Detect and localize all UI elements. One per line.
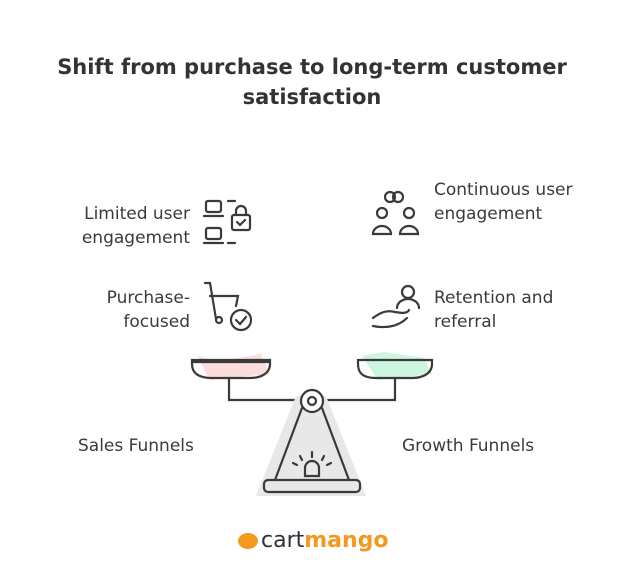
scale-pivot-center bbox=[306, 395, 318, 407]
logo-text-mango: mango bbox=[304, 528, 389, 553]
mango-cart-icon bbox=[238, 533, 258, 549]
sales-funnels-caption: Sales Funnels bbox=[78, 436, 194, 456]
right-top-label: Continuous user engagement bbox=[434, 180, 573, 224]
cart-check-icon bbox=[203, 281, 253, 332]
left-top-label: Limited user engagement bbox=[81, 204, 190, 248]
left-pan bbox=[190, 354, 272, 380]
alarm-light-icon bbox=[291, 450, 333, 478]
right-pan bbox=[356, 352, 434, 380]
growth-funnels-caption: Growth Funnels bbox=[402, 436, 535, 456]
scale-pivot bbox=[299, 388, 325, 414]
diagram-title: Shift from purchase to long-term custome… bbox=[57, 55, 567, 109]
users-link-icon bbox=[371, 190, 420, 236]
scale-shadow bbox=[256, 396, 366, 496]
logo-text-cart: cart bbox=[261, 528, 305, 553]
cartmango-logo: cartmango bbox=[238, 528, 389, 553]
scale-base bbox=[262, 478, 362, 494]
hand-person-icon bbox=[371, 284, 421, 329]
laptop-lock-icon bbox=[202, 199, 252, 245]
right-bottom-label: Retention and referral bbox=[434, 288, 554, 332]
left-bottom-label: Purchase-focused bbox=[106, 288, 190, 332]
scale-stand bbox=[270, 406, 354, 490]
